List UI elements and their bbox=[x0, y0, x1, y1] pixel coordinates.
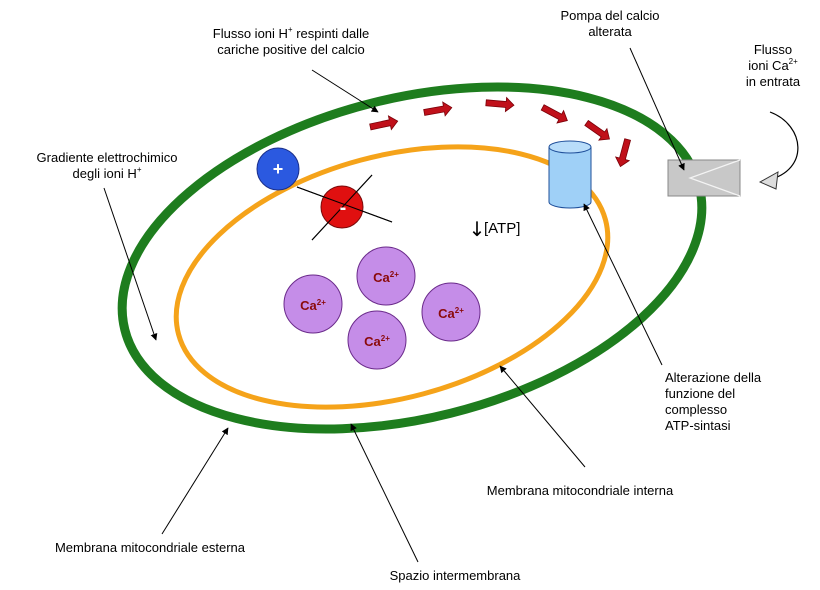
atp-synthase-pointer bbox=[583, 203, 663, 366]
outer-membrane bbox=[117, 82, 707, 434]
atp-synthase-cylinder bbox=[548, 140, 592, 209]
intermembrane-pointer bbox=[350, 423, 419, 563]
inner-membrane-pointer bbox=[499, 365, 586, 468]
flow-arrow bbox=[369, 115, 399, 131]
calcium-ion: Ca2+ bbox=[347, 310, 407, 370]
calcium-entry-label: Flusso ioni Ca2+ in entrata bbox=[745, 42, 801, 89]
inner-membrane-label: Membrana mitocondriale interna bbox=[486, 483, 674, 498]
pump-pointer bbox=[629, 47, 685, 171]
calcium-ion: Ca2+ bbox=[356, 246, 416, 306]
flow-arrow bbox=[485, 96, 515, 113]
calcium-ion: Ca2+ bbox=[421, 282, 481, 342]
h-flow-label: Flusso ioni H+ respinti dalle cariche po… bbox=[212, 24, 370, 57]
flow-arrow bbox=[614, 138, 632, 168]
calcium-pump bbox=[667, 159, 741, 197]
negative-ion-symbol: - bbox=[340, 197, 347, 219]
ca-entry-arrowhead bbox=[758, 171, 779, 190]
atp-decrease-arrow: ↓ bbox=[469, 217, 486, 241]
atp-label: [ATP] bbox=[484, 220, 520, 237]
atp-synthase-alteration-label: Alterazione della funzione del complesso… bbox=[665, 370, 762, 433]
intermembrane-space-label: Spazio intermembrana bbox=[389, 568, 521, 583]
outer-membrane-pointer bbox=[161, 427, 229, 535]
flow-arrow bbox=[584, 119, 610, 141]
gradient-label: Gradiente elettrochimico degli ioni H+ bbox=[36, 150, 178, 181]
negative-ion: - bbox=[296, 174, 393, 241]
ca-entry-arrow bbox=[767, 111, 799, 181]
svg-text:Ca2+: Ca2+ bbox=[438, 306, 464, 321]
positive-ion-symbol: + bbox=[273, 159, 284, 179]
positive-ion: + bbox=[256, 147, 300, 191]
calcium-ions: Ca2+ Ca2+ Ca2+ Ca2+ bbox=[283, 246, 481, 370]
outer-membrane-label: Membrana mitocondriale esterna bbox=[54, 540, 246, 555]
calcium-pump-label: Pompa del calcio alterata bbox=[560, 8, 660, 39]
h-flow-pointer bbox=[311, 69, 379, 113]
svg-text:Ca2+: Ca2+ bbox=[373, 270, 399, 285]
flow-arrow bbox=[540, 104, 568, 124]
pointer-lines bbox=[103, 47, 685, 563]
gradient-pointer bbox=[103, 187, 158, 341]
svg-text:Ca2+: Ca2+ bbox=[300, 298, 326, 313]
flow-arrow bbox=[423, 101, 453, 117]
inner-membrane bbox=[173, 144, 611, 410]
calcium-ion: Ca2+ bbox=[283, 274, 343, 334]
svg-text:Ca2+: Ca2+ bbox=[364, 334, 390, 349]
h-ion-flow-arrows bbox=[369, 96, 632, 168]
